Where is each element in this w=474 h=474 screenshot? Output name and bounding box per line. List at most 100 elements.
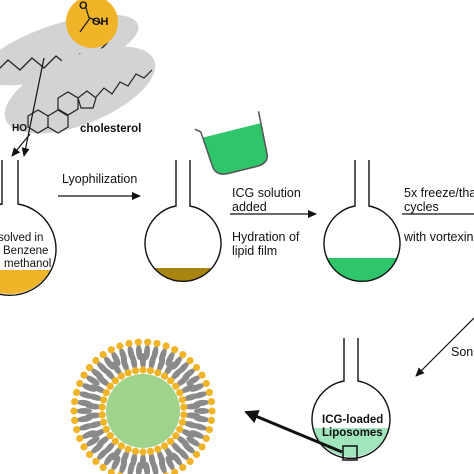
outer-leaflet-lipid-head bbox=[99, 463, 107, 471]
outer-leaflet-lipid-tail bbox=[81, 383, 97, 392]
inner-leaflet-lipid-tail bbox=[170, 367, 183, 381]
step-hydration-line2: lipid film bbox=[232, 244, 278, 258]
outer-leaflet-lipid-head bbox=[202, 434, 210, 443]
step-vortexing-label: with vortexing bbox=[404, 230, 474, 244]
sterol-rings bbox=[27, 90, 97, 134]
zoom-box bbox=[342, 445, 358, 461]
step-freeze-thaw-line1: 5x freeze/tha bbox=[404, 186, 474, 200]
flask-1-text-line1: solved in bbox=[0, 232, 44, 244]
outer-leaflet-lipid-tail bbox=[111, 351, 121, 366]
inner-leaflet-lipid-head bbox=[154, 445, 162, 453]
inner-leaflet-lipid-tail bbox=[96, 375, 110, 387]
inner-leaflet-lipid-head bbox=[111, 377, 119, 385]
outer-leaflet-lipid-head bbox=[73, 426, 81, 434]
outer-leaflet-lipid-tail bbox=[76, 408, 92, 414]
inner-leaflet-lipid-head bbox=[176, 425, 184, 433]
outer-leaflet-lipid-head bbox=[179, 351, 187, 359]
inner-leaflet-lipid-head bbox=[102, 425, 110, 433]
inner-leaflet-lipid-tail bbox=[90, 428, 106, 438]
inner-leaflet-lipid-head bbox=[100, 418, 108, 426]
outer-leaflet-lipid-head bbox=[171, 346, 179, 354]
inner-leaflet-lipid-tail bbox=[140, 453, 146, 469]
step-freeze-thaw-line2: cycles bbox=[404, 200, 439, 214]
inner-leaflet-lipid-tail bbox=[164, 361, 175, 376]
inner-leaflet-lipid-tail bbox=[176, 435, 190, 447]
flask-1-text-line3: methanol bbox=[4, 258, 52, 270]
inner-leaflet-lipid-head bbox=[102, 389, 110, 397]
carboxyl-head bbox=[66, 0, 118, 48]
final-flask-text-line1: ICG-loaded bbox=[322, 414, 384, 426]
outer-leaflet-lipid-tail bbox=[143, 344, 151, 361]
arrow-cholesterol-to-flask bbox=[11, 133, 31, 157]
inner-leaflet-lipid-head bbox=[100, 396, 108, 404]
cholesterol-molecule bbox=[4, 46, 156, 134]
outer-leaflet-lipid-head bbox=[125, 339, 133, 347]
inner-leaflet-lipid-head bbox=[117, 442, 125, 450]
outer-leaflet-lipid-head bbox=[85, 363, 94, 372]
inner-leaflet-lipid-tail bbox=[87, 421, 103, 429]
inner-leaflet-lipid-head bbox=[106, 382, 114, 390]
outer-leaflet-lipid-head bbox=[107, 468, 115, 474]
outer-leaflet-lipid-head bbox=[179, 463, 187, 471]
flask-4-outline bbox=[311, 338, 391, 459]
liposome-cross-section bbox=[70, 338, 216, 474]
flask-2 bbox=[144, 160, 222, 283]
inner-leaflet-lipid-tail bbox=[103, 367, 116, 381]
outer-leaflet-lipid-tail bbox=[171, 356, 183, 370]
outer-leaflet-lipid-tail bbox=[103, 452, 115, 466]
outer-leaflet-lipid-head bbox=[162, 342, 170, 350]
inner-leaflet-lipid-tail bbox=[157, 450, 166, 466]
flask-3 bbox=[323, 160, 401, 283]
outer-leaflet-lipid-head bbox=[202, 379, 210, 388]
inner-leaflet-lipid-head bbox=[176, 389, 184, 397]
outer-leaflet-lipid-tail bbox=[186, 436, 201, 447]
inner-leaflet-lipid-head bbox=[106, 432, 114, 440]
outer-leaflet-lipid-tail bbox=[165, 351, 175, 366]
inner-leaflet-lipid-head bbox=[111, 437, 119, 445]
sterol-side-chain bbox=[95, 69, 153, 98]
inner-leaflet-lipid-tail bbox=[96, 435, 110, 447]
inner-leaflet-lipid-head bbox=[154, 369, 162, 377]
step-icg-line1: ICG solution bbox=[232, 186, 301, 200]
outer-leaflet-lipid-head bbox=[192, 363, 201, 372]
inner-leaflet-lipid-head bbox=[178, 418, 186, 426]
inner-leaflet-lipid-head bbox=[131, 367, 140, 375]
flask-3-icg-solution bbox=[324, 258, 400, 281]
outer-leaflet-lipid-tail bbox=[111, 456, 121, 471]
inner-leaflet-lipid-tail bbox=[157, 356, 166, 372]
outer-leaflet-lipid-head bbox=[71, 416, 79, 424]
outer-leaflet-lipid-head bbox=[80, 371, 88, 379]
outer-leaflet-lipid-head bbox=[207, 398, 215, 406]
outer-leaflet-lipid-tail bbox=[189, 430, 205, 439]
inner-leaflet-lipid-head bbox=[98, 403, 106, 411]
flask-1-outline bbox=[0, 160, 57, 296]
outer-leaflet-lipid-tail bbox=[81, 430, 97, 439]
inner-leaflet-lipid-head bbox=[172, 432, 180, 440]
arrow-zoom-to-liposome bbox=[244, 410, 343, 454]
inner-leaflet-lipid-head bbox=[131, 447, 140, 455]
outer-leaflet-lipid-head bbox=[80, 443, 88, 451]
outer-leaflet-lipid-head bbox=[205, 388, 213, 396]
step-hydration-line1: Hydration of bbox=[232, 230, 300, 244]
hydroxyl-label: OH bbox=[92, 16, 109, 28]
inner-leaflet-lipid-tail bbox=[140, 353, 146, 369]
inner-leaflet-lipid-tail bbox=[111, 446, 122, 461]
inner-leaflet-lipid-head bbox=[161, 372, 169, 380]
outer-leaflet-lipid-tail bbox=[186, 375, 201, 386]
outer-leaflet-lipid-tail bbox=[194, 408, 210, 414]
inner-leaflet-lipid-head bbox=[139, 448, 147, 456]
inner-leaflet-lipid-head bbox=[146, 447, 155, 455]
final-flask-text-line2: Liposomes bbox=[322, 427, 383, 439]
outer-leaflet-lipid-tail bbox=[85, 375, 100, 386]
inner-leaflet-lipid-tail bbox=[180, 384, 196, 394]
outer-leaflet-lipid-head bbox=[99, 351, 107, 359]
flask-4 bbox=[311, 338, 391, 461]
inner-leaflet-lipid-tail bbox=[120, 356, 129, 372]
outer-leaflet-lipid-tail bbox=[135, 344, 143, 361]
outer-leaflet-lipid-head bbox=[85, 450, 94, 459]
inner-leaflet-lipid-tail bbox=[120, 450, 129, 466]
inner-leaflet-lipid-tail bbox=[148, 354, 156, 370]
outer-leaflet-lipid-head bbox=[92, 457, 100, 465]
inner-leaflet-lipid-tail bbox=[176, 375, 190, 387]
inner-leaflet-lipid-tail bbox=[130, 452, 138, 468]
